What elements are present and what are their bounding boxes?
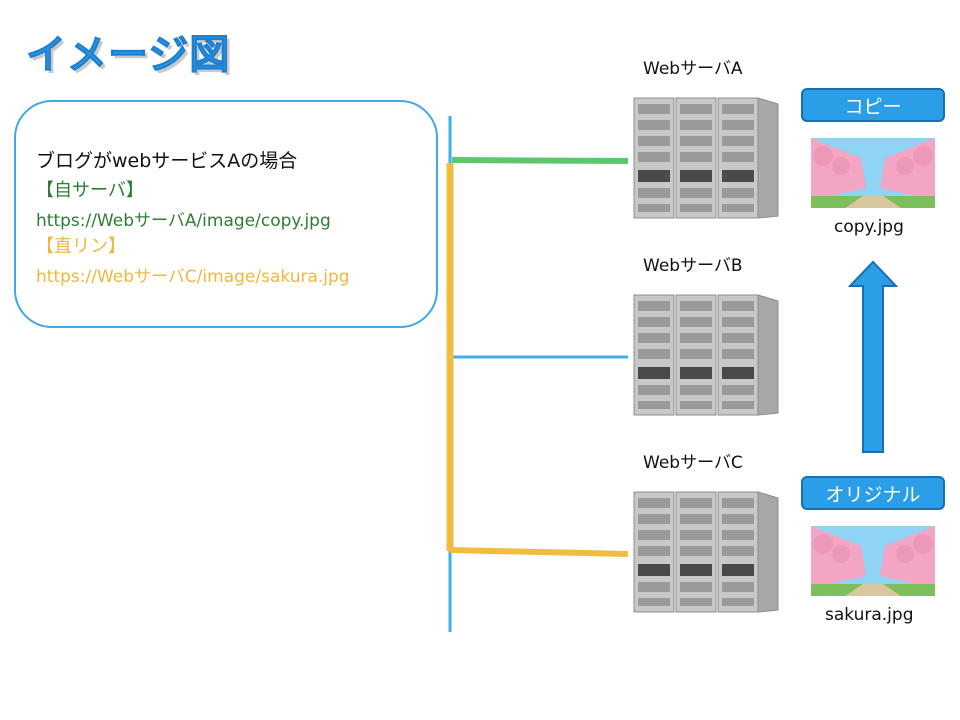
server-a-label: WebサーバA (643, 59, 743, 79)
server-b-label: WebサーバB (643, 256, 743, 276)
link-server-a-self (451, 157, 629, 164)
original-badge: オリジナル (801, 476, 945, 510)
sakura-photo-image (811, 138, 935, 208)
original-filename: sakura.jpg (825, 605, 914, 625)
sakura-photo-image (811, 526, 935, 596)
link-direct-server-c (449, 547, 629, 557)
info-line-case: ブログがwebサービスAの場合 (36, 150, 298, 172)
info-line-direct-url: https://WebサーバC/image/sakura.jpg (36, 267, 350, 287)
server-c-label: WebサーバC (643, 453, 743, 473)
copy-badge: コピー (801, 88, 945, 122)
server-rack-icon (633, 97, 779, 219)
info-box: ブログがwebサービスAの場合 【自サーバ】 https://WebサーバA/i… (14, 100, 438, 328)
info-line-self-url: https://WebサーバA/image/copy.jpg (36, 211, 331, 231)
info-line-self-heading: 【自サーバ】 (36, 180, 144, 201)
info-line-direct-heading: 【直リン】 (36, 236, 126, 257)
server-rack-icon (633, 491, 779, 613)
copy-filename: copy.jpg (834, 217, 904, 237)
server-rack-icon (633, 294, 779, 416)
copy-arrow-icon (847, 260, 899, 453)
page-title: イメージ図 (25, 32, 231, 79)
